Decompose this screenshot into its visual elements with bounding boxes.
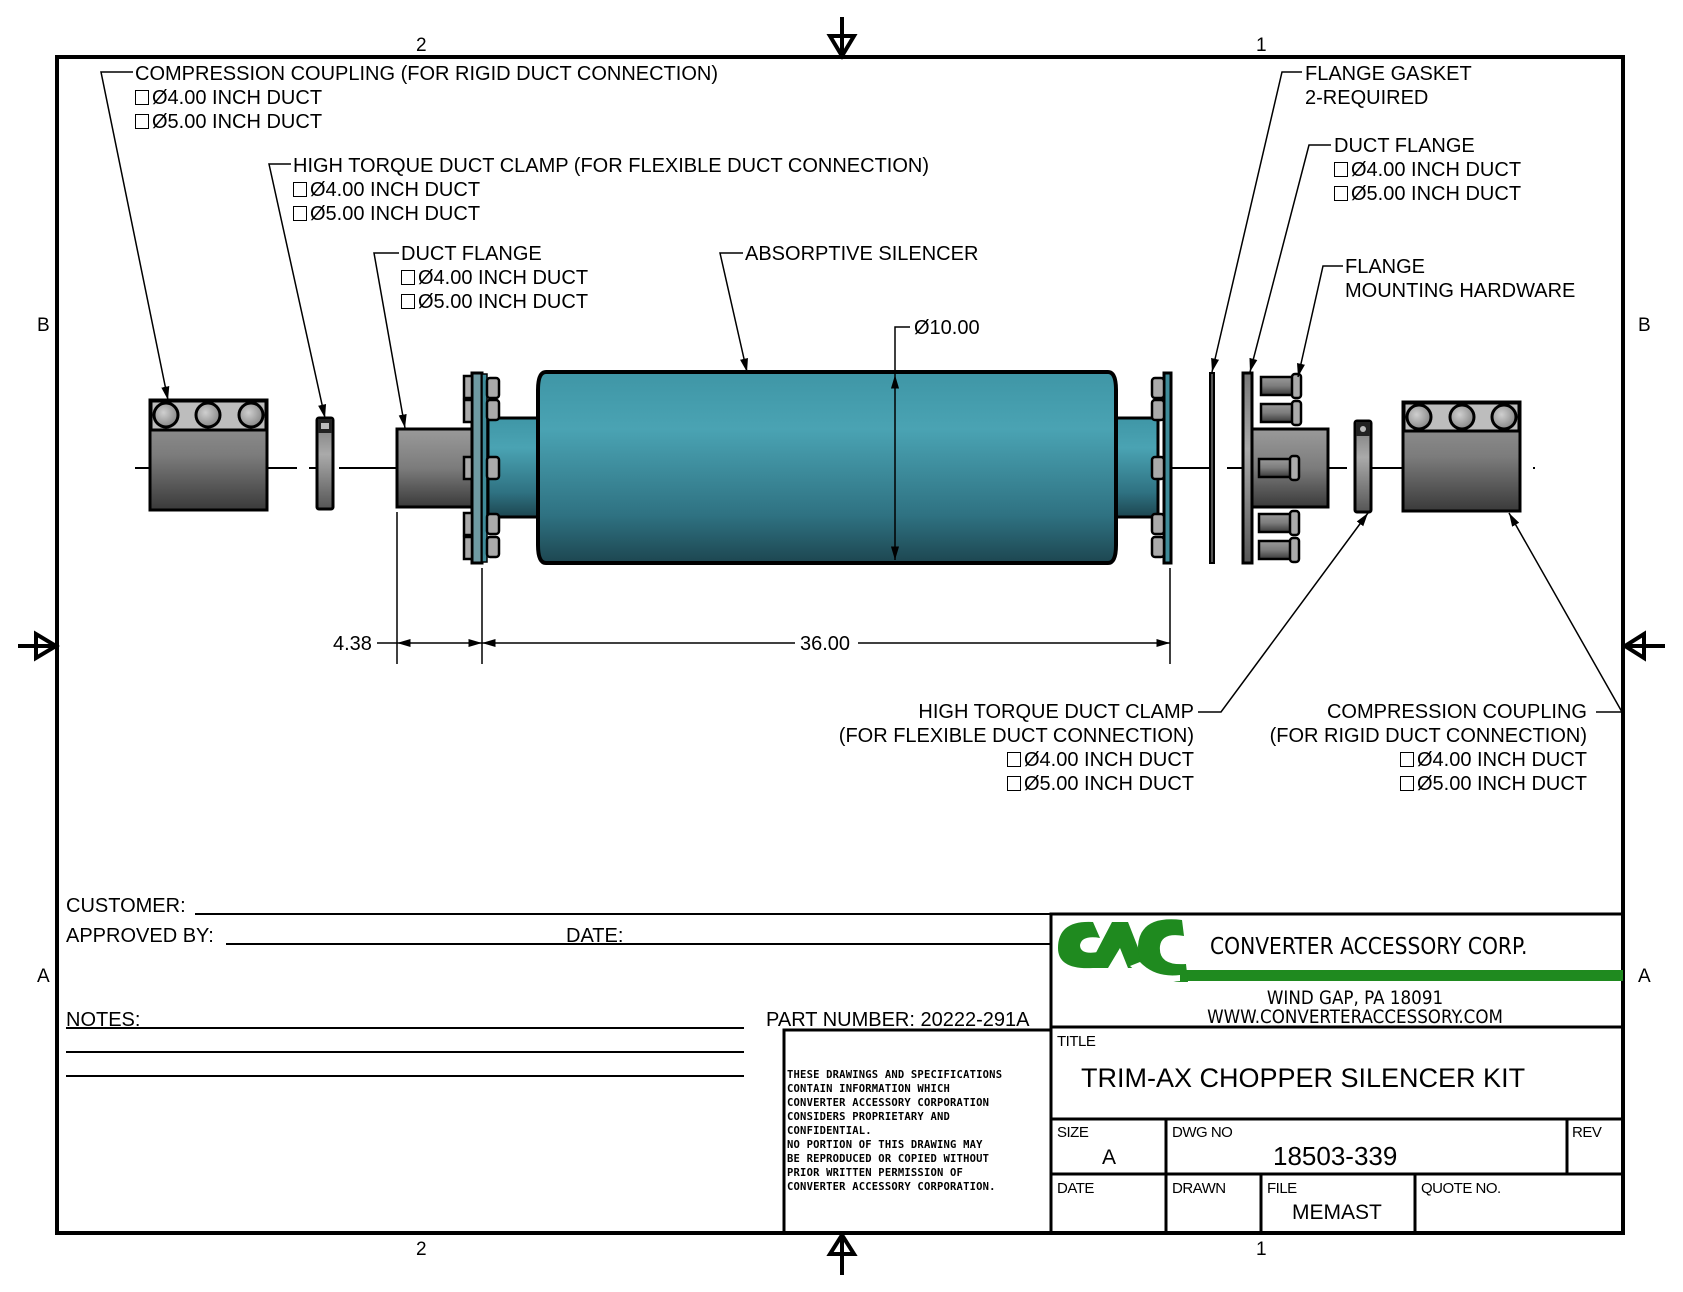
callout-title: FLANGE xyxy=(1345,256,1426,278)
option-4in[interactable]: Ø4.00 INCH DUCT xyxy=(293,180,929,204)
option-5in[interactable]: Ø5.00 INCH DUCT xyxy=(839,774,1194,798)
leader-lines xyxy=(100,71,1624,713)
zone-right-a: A xyxy=(1638,966,1651,987)
callout-flange-gasket: FLANGE GASKET 2-REQUIRED xyxy=(1305,64,1472,112)
checkbox-icon[interactable] xyxy=(401,294,415,309)
option-5in[interactable]: Ø5.00 INCH DUCT xyxy=(1270,774,1587,798)
duct-clamp-left xyxy=(315,416,335,511)
center-mark-bottom-icon xyxy=(826,1231,858,1275)
company-address: WIND GAP, PA 18091 xyxy=(1266,987,1444,1009)
callout-duct-clamp-right: HIGH TORQUE DUCT CLAMP (FOR FLEXIBLE DUC… xyxy=(839,702,1194,798)
flange-bolts-left xyxy=(462,374,501,561)
zone-top-2: 2 xyxy=(416,35,427,56)
size-value: A xyxy=(1102,1146,1117,1169)
callout-title: FLANGE GASKET xyxy=(1305,63,1472,85)
flange-gasket xyxy=(1209,372,1215,564)
file-label: FILE xyxy=(1267,1180,1297,1197)
checkbox-icon[interactable] xyxy=(135,114,149,129)
callout-title: HIGH TORQUE DUCT CLAMP (FOR FLEXIBLE DUC… xyxy=(293,155,930,177)
center-mark-right-icon xyxy=(1621,630,1665,662)
center-mark-top-icon xyxy=(826,17,858,60)
date-field-label: DATE xyxy=(1057,1180,1094,1197)
callout-title: DUCT FLANGE xyxy=(401,243,542,265)
title-block-grid xyxy=(1049,912,1625,1235)
callout-title: COMPRESSION COUPLING (FOR RIGID DUCT CON… xyxy=(135,63,718,85)
option-4in[interactable]: Ø4.00 INCH DUCT xyxy=(839,750,1194,774)
callout-subtitle: (FOR RIGID DUCT CONNECTION) xyxy=(1269,725,1587,747)
silencer-flange-left xyxy=(470,371,488,565)
callout-mounting-hardware: FLANGE MOUNTING HARDWARE xyxy=(1345,257,1575,305)
callout-title: DUCT FLANGE xyxy=(1334,135,1475,157)
checkbox-icon[interactable] xyxy=(1399,752,1414,767)
compression-coupling-right xyxy=(1401,400,1522,513)
dimension-diameter: Ø10.00 xyxy=(914,317,980,339)
zone-bottom-2: 2 xyxy=(416,1239,427,1260)
center-mark-left-icon xyxy=(18,630,60,662)
checkbox-icon[interactable] xyxy=(1006,776,1021,791)
checkbox-icon[interactable] xyxy=(1334,186,1348,201)
zone-left-a: A xyxy=(37,966,50,987)
callout-subtitle: MOUNTING HARDWARE xyxy=(1345,280,1576,302)
callout-compression-coupling-left: COMPRESSION COUPLING (FOR RIGID DUCT CON… xyxy=(135,64,718,136)
zone-left-b: B xyxy=(37,315,50,336)
company-name: CONVERTER ACCESSORY CORP. xyxy=(1210,934,1528,960)
option-4in[interactable]: Ø4.00 INCH DUCT xyxy=(135,88,718,112)
part-number: PART NUMBER: 20222-291A xyxy=(766,1009,1030,1031)
diameter-dimension xyxy=(890,326,910,560)
callout-duct-flange-left: DUCT FLANGE Ø4.00 INCH DUCT Ø5.00 INCH D… xyxy=(401,244,588,316)
notes-label: NOTES: xyxy=(66,1009,141,1031)
checkbox-icon[interactable] xyxy=(1334,162,1348,177)
mounting-hardware xyxy=(1257,372,1303,564)
date-label: DATE: xyxy=(566,925,624,947)
flange-bolts-right xyxy=(1150,376,1166,559)
size-label: SIZE xyxy=(1057,1124,1089,1141)
option-5in[interactable]: Ø5.00 INCH DUCT xyxy=(293,204,929,228)
checkbox-icon[interactable] xyxy=(1006,752,1021,767)
callout-duct-flange-right: DUCT FLANGE Ø4.00 INCH DUCT Ø5.00 INCH D… xyxy=(1334,136,1521,208)
callout-title: HIGH TORQUE DUCT CLAMP xyxy=(918,701,1194,723)
option-4in[interactable]: Ø4.00 INCH DUCT xyxy=(1334,160,1521,184)
rev-label: REV xyxy=(1572,1124,1602,1141)
callout-title: COMPRESSION COUPLING xyxy=(1326,701,1587,723)
length-dimensions xyxy=(377,512,1171,664)
disclaimer-text: THESE DRAWINGS AND SPECIFICATIONS CONTAI… xyxy=(787,1069,1003,1193)
drawing-title: TRIM-AX CHOPPER SILENCER KIT xyxy=(1081,1063,1526,1093)
compression-coupling-left xyxy=(148,398,269,512)
checkbox-icon[interactable] xyxy=(401,270,415,285)
option-5in[interactable]: Ø5.00 INCH DUCT xyxy=(135,112,718,136)
file-value: MEMAST xyxy=(1292,1201,1382,1224)
absorptive-silencer xyxy=(536,370,1118,565)
dwg-no-label: DWG NO xyxy=(1172,1124,1233,1141)
cac-logo xyxy=(1058,919,1623,982)
dwg-no-value: 18503-339 xyxy=(1273,1141,1398,1171)
dimension-overall-length: 36.00 xyxy=(800,633,851,655)
callout-subtitle: (FOR FLEXIBLE DUCT CONNECTION) xyxy=(838,725,1194,747)
quote-no-label: QUOTE NO. xyxy=(1421,1180,1501,1197)
checkbox-icon[interactable] xyxy=(1399,776,1414,791)
checkbox-icon[interactable] xyxy=(293,182,307,197)
option-4in[interactable]: Ø4.00 INCH DUCT xyxy=(1270,750,1587,774)
title-label: TITLE xyxy=(1057,1033,1096,1050)
company-website[interactable]: WWW.CONVERTERACCESSORY.COM xyxy=(1207,1006,1503,1028)
drawn-label: DRAWN xyxy=(1172,1180,1226,1197)
duct-clamp-right xyxy=(1353,419,1373,514)
callout-absorptive-silencer: ABSORPTIVE SILENCER xyxy=(745,243,979,265)
zone-top-1: 1 xyxy=(1256,35,1267,56)
callout-duct-clamp-left: HIGH TORQUE DUCT CLAMP (FOR FLEXIBLE DUC… xyxy=(293,156,929,228)
zone-bottom-1: 1 xyxy=(1256,1239,1267,1260)
option-4in[interactable]: Ø4.00 INCH DUCT xyxy=(401,268,588,292)
callout-note: 2-REQUIRED xyxy=(1305,87,1429,109)
approved-by-label: APPROVED BY: xyxy=(66,925,214,947)
checkbox-icon[interactable] xyxy=(135,90,149,105)
option-5in[interactable]: Ø5.00 INCH DUCT xyxy=(1334,184,1521,208)
dimension-flange-offset: 4.38 xyxy=(333,633,372,655)
checkbox-icon[interactable] xyxy=(293,206,307,221)
callout-compression-coupling-right: COMPRESSION COUPLING (FOR RIGID DUCT CON… xyxy=(1270,702,1587,798)
form-lines xyxy=(66,913,1051,1077)
customer-label: CUSTOMER: xyxy=(66,895,186,917)
zone-right-b: B xyxy=(1638,315,1651,336)
option-5in[interactable]: Ø5.00 INCH DUCT xyxy=(401,292,588,316)
